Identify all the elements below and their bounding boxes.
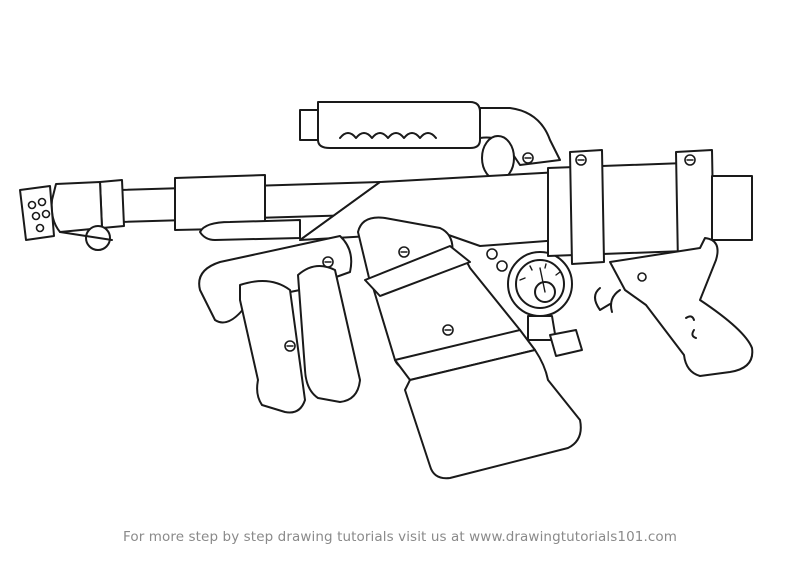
rear-pistol-grip bbox=[594, 237, 754, 377]
rear-cylinder bbox=[547, 149, 753, 265]
watermark-caption: For more step by step drawing tutorials … bbox=[122, 529, 678, 545]
front-grip bbox=[198, 235, 361, 414]
magazine bbox=[357, 216, 582, 480]
pressure-gauge bbox=[486, 248, 583, 357]
top-carry-handle bbox=[299, 101, 561, 181]
